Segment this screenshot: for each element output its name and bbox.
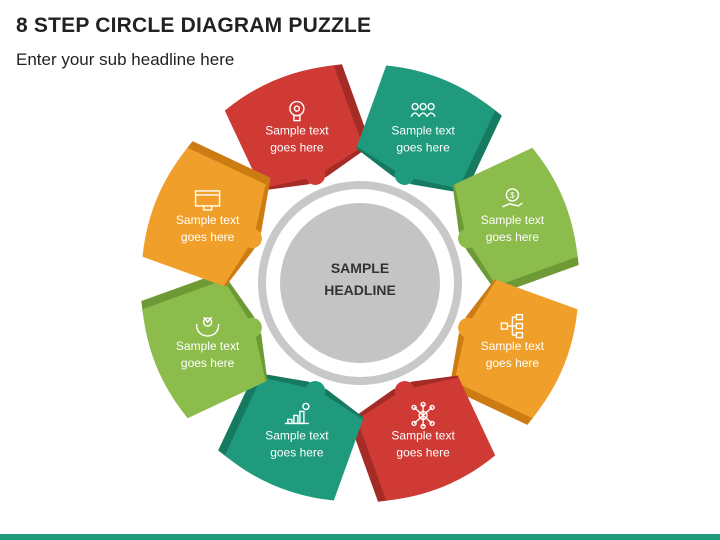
step-piece-face (142, 279, 266, 419)
step-piece-shape-7 (141, 271, 268, 419)
step-text-line1: Sample text (391, 124, 455, 138)
step-text-line1: Sample text (481, 213, 545, 227)
step-text-line1: Sample text (265, 428, 329, 442)
hierarchy-icon (500, 313, 524, 339)
step-piece-shape-1 (224, 64, 372, 191)
step-piece-7: Sample text goes here (141, 271, 268, 419)
step-text-line2: goes here (181, 356, 235, 370)
center-disc (280, 203, 440, 363)
step-text-line1: Sample text (481, 339, 545, 353)
bottom-accent-bar (0, 534, 720, 540)
money-hand-icon: $ (502, 188, 523, 208)
step-piece-face (142, 147, 266, 287)
svg-text:$: $ (510, 191, 515, 200)
page-title: 8 STEP CIRCLE DIAGRAM PUZZLE (16, 14, 372, 37)
step-piece-shape-5 (348, 375, 496, 502)
step-piece-face (224, 65, 364, 189)
step-piece-shape-6 (218, 372, 364, 501)
step-text-line2: goes here (181, 230, 235, 244)
step-piece-face (454, 147, 578, 287)
step-text-line2: goes here (270, 141, 324, 155)
step-text-line2: goes here (396, 141, 450, 155)
lightbulb-gear-icon (289, 100, 305, 122)
step-piece-6: Sample text goes here (218, 372, 364, 501)
step-text-line1: Sample text (391, 428, 455, 442)
web-monitor-icon (194, 190, 221, 211)
step-piece-face (356, 377, 496, 501)
step-text-line2: goes here (396, 445, 450, 459)
step-piece-shape-2 (356, 65, 502, 194)
step-text-line2: goes here (270, 445, 324, 459)
step-piece-4: Sample text goes here (449, 279, 578, 425)
step-text-line2: goes here (486, 230, 540, 244)
step-piece-face (356, 65, 496, 189)
step-piece-5: Sample text goes here (348, 375, 496, 502)
growth-chart-icon (284, 402, 310, 425)
step-text-line2: goes here (486, 356, 540, 370)
step-piece-shape-3 (452, 147, 579, 295)
step-piece-8: Sample text goes here (142, 141, 271, 287)
team-icon (410, 102, 436, 117)
step-text-line1: Sample text (265, 124, 329, 138)
step-piece-shape-4 (449, 279, 578, 425)
page-subtitle: Enter your sub headline here (16, 50, 235, 69)
step-piece-face (224, 377, 364, 501)
step-piece-face (454, 279, 578, 419)
center-headline-line2: HEADLINE (324, 282, 396, 298)
step-text-line1: Sample text (176, 339, 240, 353)
hands-plant-icon (195, 316, 220, 337)
network-person-icon (411, 401, 435, 430)
step-piece-2: Sample text goes here (356, 65, 502, 194)
step-piece-shape-8 (142, 141, 271, 287)
step-piece-1: Sample text goes here (224, 64, 372, 191)
step-piece-3: $ Sample text goes here (452, 147, 579, 295)
center-headline-line1: SAMPLE (331, 260, 389, 276)
step-text-line1: Sample text (176, 213, 240, 227)
